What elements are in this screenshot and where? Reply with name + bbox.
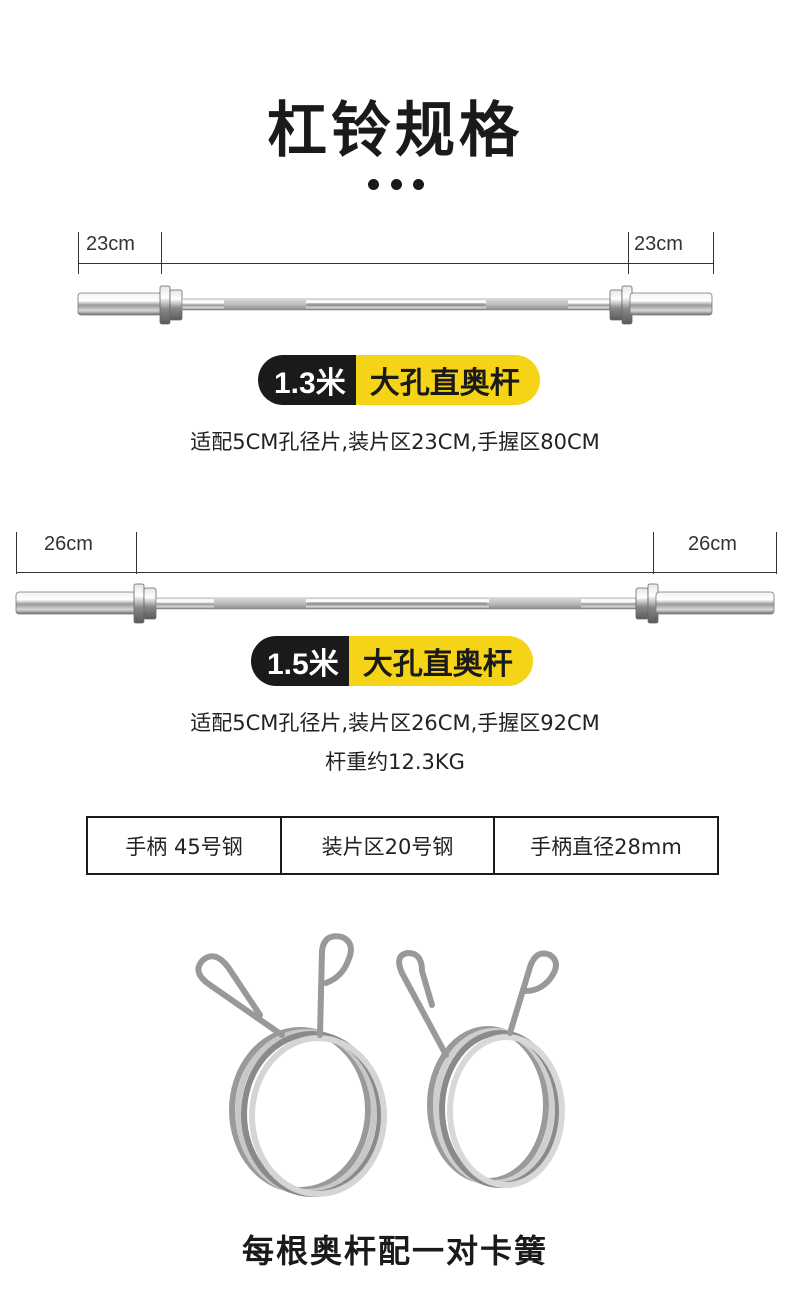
bar-1-3-length-label: 1.3米 xyxy=(258,355,356,405)
spec-sleeve-steel: 装片区20号钢 xyxy=(280,818,493,873)
spec-table: 手柄 45号钢 装片区20号钢 手柄直径28mm xyxy=(86,816,719,875)
bar-1-5-type-label: 大孔直奥杆 xyxy=(348,636,533,686)
spec-handle-diameter: 手柄直径28mm xyxy=(493,818,717,873)
title-dots-decoration xyxy=(368,179,424,191)
page-title: 杠铃规格 xyxy=(267,96,523,166)
bar-1-5-badge: 1.5米 大孔直奥杆 xyxy=(251,636,533,686)
bar-1-3-dimension: 23cm 23cm xyxy=(78,232,714,274)
barbell-1-3m-image xyxy=(77,285,713,325)
spec-handle-steel: 手柄 45号钢 xyxy=(125,834,243,859)
bar-1-3-right-dim: 23cm xyxy=(634,233,683,255)
barbell-1-5m-image xyxy=(15,583,775,624)
bar-1-5-right-dim: 26cm xyxy=(688,533,737,555)
bar-1-5-left-dim: 26cm xyxy=(44,533,93,555)
spring-clips-image xyxy=(195,933,565,1197)
clips-caption: 每根奥杆配一对卡簧 xyxy=(241,1232,548,1270)
bar-1-3-badge: 1.3米 大孔直奥杆 xyxy=(258,355,540,405)
bar-1-3-type-label: 大孔直奥杆 xyxy=(355,355,540,405)
bar-1-5-description: 适配5CM孔径片,装片区26CM,手握区92CM xyxy=(190,711,600,735)
bar-1-3-description: 适配5CM孔径片,装片区23CM,手握区80CM xyxy=(190,430,600,454)
bar-1-3-left-dim: 23cm xyxy=(86,233,135,255)
bar-1-5-dimension: 26cm 26cm xyxy=(16,532,777,574)
bar-1-5-weight: 杆重约12.3KG xyxy=(325,750,465,774)
bar-1-5-length-label: 1.5米 xyxy=(251,636,349,686)
